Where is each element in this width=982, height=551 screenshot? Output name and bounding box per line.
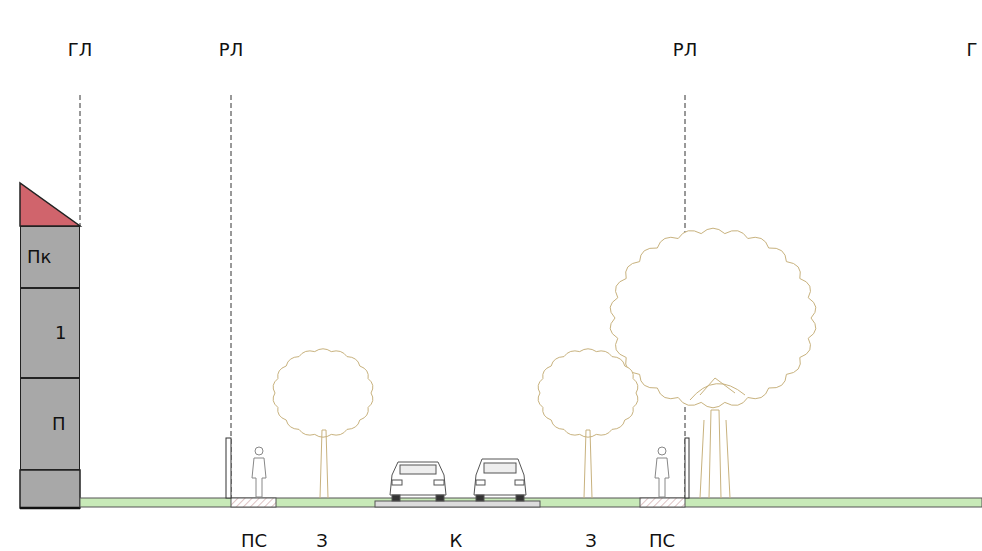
ground-green [80, 498, 982, 507]
zone-label: К [450, 532, 463, 550]
fence [685, 438, 689, 498]
dashed-lines [80, 95, 685, 498]
trees [273, 228, 816, 498]
line-label: РЛ [219, 41, 243, 59]
floor-label: П [52, 415, 66, 433]
fence [226, 438, 231, 498]
building-floor: Пк [20, 226, 80, 288]
cars [390, 459, 526, 501]
roof [20, 183, 80, 226]
zone-label: З [585, 532, 597, 550]
sidewalk [640, 498, 685, 507]
tree-crown [610, 228, 816, 408]
tree-crown [538, 349, 638, 437]
line-label: РЛ [673, 41, 697, 59]
pedestrians [252, 447, 669, 497]
zone-label: З [316, 532, 328, 550]
building-base [20, 507, 80, 510]
sidewalk [231, 498, 276, 507]
floor-label: 1 [55, 324, 66, 342]
line-label: Г [967, 41, 978, 59]
zone-label: ПС [241, 532, 267, 550]
tree-crown [273, 349, 373, 437]
roadway [375, 501, 540, 507]
zone-label: ПС [649, 532, 675, 550]
floor-label: Пк [27, 248, 51, 266]
line-label: ГЛ [68, 41, 93, 59]
building-floor: П [20, 378, 80, 470]
building-floor: 1 [20, 288, 80, 378]
basement [20, 470, 80, 508]
